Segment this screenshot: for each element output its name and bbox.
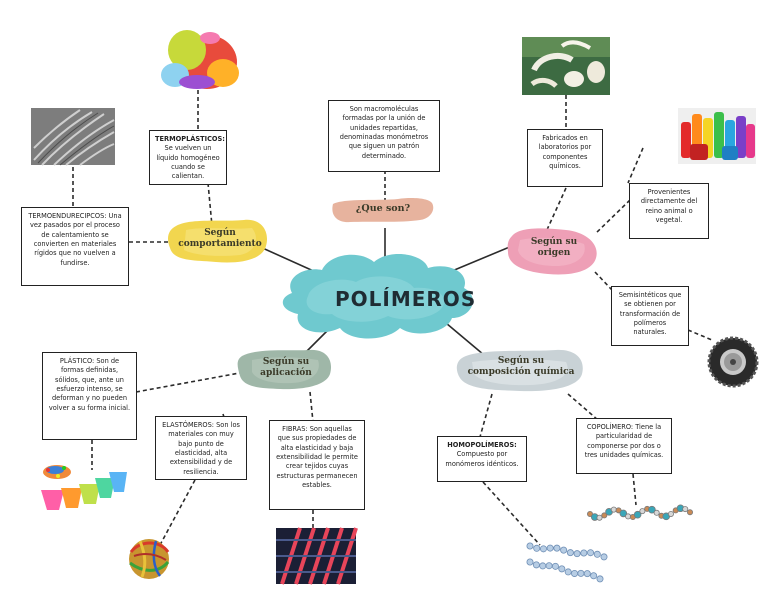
homopolimeros-box: HOMOPOLÍMEROS: Compuesto por monómeros i… xyxy=(437,436,527,482)
origen-brush xyxy=(507,228,597,275)
homopolymer-chain-image xyxy=(526,542,608,583)
plastic-cups-image xyxy=(41,465,127,510)
textile-weave-image xyxy=(276,527,358,585)
homopolimeros-text: Compuesto por monómeros idénticos. xyxy=(445,450,519,468)
homopolimeros-title: HOMOPOLÍMEROS: xyxy=(447,441,517,449)
aplicacion-brush xyxy=(237,349,332,390)
naturales-box: Provenientes directamente del reino anim… xyxy=(629,183,709,239)
plastic-plates-image xyxy=(161,30,239,89)
elastomeros-box: ELASTÓMEROS: Son los materiales con muy … xyxy=(155,416,247,480)
central-label: POLÍMEROS xyxy=(335,287,477,311)
plastico-box: PLÁSTICO: Son de formas definidas, sólid… xyxy=(42,352,137,440)
que-son-brush xyxy=(332,198,434,223)
rubber-band-ball-image xyxy=(129,539,170,579)
termoplasticos-box: TERMOPLÁSTICOS: Se vuelven un líquido ho… xyxy=(149,130,227,185)
termoplasticos-text: Se vuelven un líquido homogéneo cuando s… xyxy=(156,144,220,181)
composicion-brush xyxy=(456,349,583,392)
que-son-label: ¿Que son? xyxy=(355,203,411,214)
colorful-bottles-image xyxy=(678,108,756,164)
definition-box: Son macromoléculas formadas por la unión… xyxy=(328,100,440,172)
copolymer-chain-image xyxy=(587,504,694,521)
comportamiento-brush xyxy=(168,219,268,263)
tire-image xyxy=(707,336,759,388)
termoplasticos-title: TERMOPLÁSTICOS: xyxy=(155,135,225,143)
natural-fibers-image xyxy=(522,37,610,95)
copolimero-box: COPOLÍMERO: Tiene la particularidad de c… xyxy=(576,418,672,474)
aplicacion-label: Según su aplicación xyxy=(260,357,312,379)
fibras-box: FIBRAS: Son aquellas que sus propiedades… xyxy=(269,420,365,510)
semisinteticos-box: Semisintéticos que se obtienen por trans… xyxy=(611,286,689,346)
fabric-fibers-image xyxy=(31,108,115,166)
composicion-label: Según su composición química xyxy=(467,356,575,378)
sinteticos-box: Fabricados en laboratorios por component… xyxy=(527,129,603,187)
central-cloud xyxy=(282,254,473,339)
termoendurecibles-box: TERMOENDURECIPCOS: Una vez pasados por e… xyxy=(21,207,129,286)
origen-label: Según su origen xyxy=(530,237,578,259)
comportamiento-label: Según comportamiento xyxy=(178,228,262,250)
